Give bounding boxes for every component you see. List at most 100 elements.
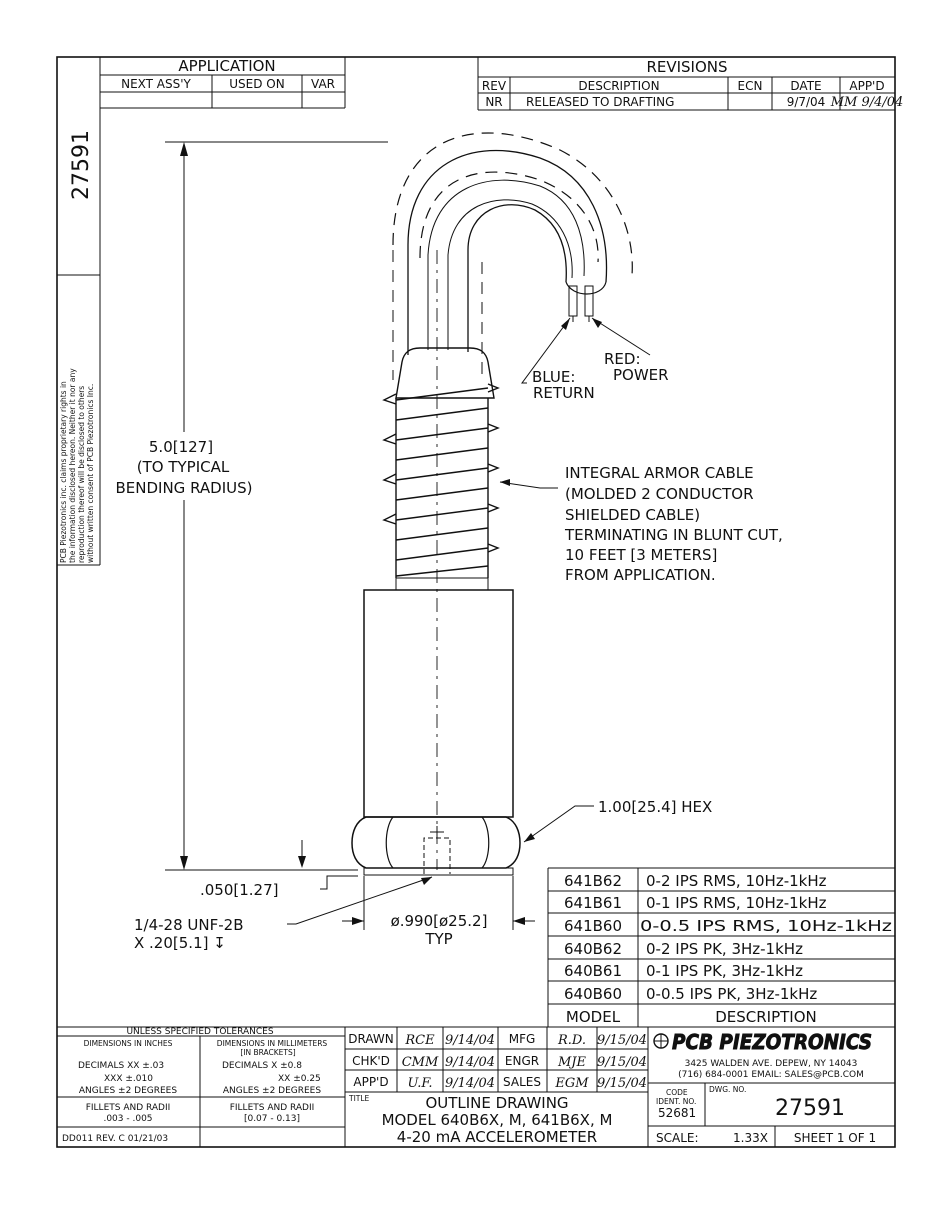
model-row-model: 641B61 [564,894,622,912]
model-header-model: MODEL [566,1008,621,1026]
signoff-initials-2: MJE [557,1055,587,1070]
cable-bend-inner-phantom [419,171,599,263]
inches-decimals-xxx: XXX ±.010 [104,1074,153,1084]
thread-spec-2: X .20[5.1] ↧ [134,934,226,952]
revision-approval: MM 9/4/04 [830,95,904,110]
proprietary-line-4: without written consent of PCB Piezotron… [86,384,95,563]
proprietary-note: PCB Piezotronics inc. claims proprietary… [59,368,95,563]
scale-label: SCALE: [656,1131,699,1145]
cable-cut-end [565,281,607,295]
application-table: APPLICATION NEXT ASS'Y USED ON VAR [100,57,346,109]
cable-bend-outer [407,149,608,355]
model-table: 641B62 0-2 IPS RMS, 10Hz-1kHz 641B61 0-1… [547,867,895,1028]
proprietary-line-2: the information disclosed hereon. Neithe… [68,368,77,563]
signoff-label: APP'D [353,1075,388,1089]
sheet-border [56,56,896,1148]
signoff-date: 9/14/04 [445,1055,495,1070]
sensor-drawing [351,132,633,876]
length-note-1: (TO TYPICAL [137,458,230,476]
revisions-col-ecn: ECN [738,79,763,93]
application-col-next-assy: NEXT ASS'Y [121,77,191,91]
model-row-model: 640B61 [564,962,622,980]
code-label: CODE [666,1088,688,1097]
fillets-inches-label: FILLETS AND RADII [86,1103,171,1113]
mm-angles: ANGLES ±2 DEGREES [223,1086,321,1096]
signoff-label: DRAWN [348,1032,394,1046]
code-ident-label: IDENT. NO. [656,1097,696,1106]
length-dimension: 5.0[127] [149,438,213,456]
revisions-col-appd: APP'D [849,79,884,93]
cable-note-2: (MOLDED 2 CONDUCTOR [565,485,754,503]
model-row-description: 0-2 IPS RMS, 10Hz-1kHz [646,872,827,890]
application-col-used-on: USED ON [229,77,284,91]
signoff-date-2: 9/15/04 [597,1076,647,1091]
revisions-title: REVISIONS [646,58,727,76]
signoff-block: DRAWN RCE 9/14/04 MFG R.D. 9/15/04 CHK'D… [345,1027,649,1147]
revision-rev: NR [485,95,502,109]
company-contact: (716) 684-0001 EMAIL: SALES@PCB.COM [678,1070,864,1080]
model-header-description: DESCRIPTION [715,1008,817,1026]
signoff-initials: U.F. [407,1076,432,1091]
title-line-3: 4-20 mA ACCELEROMETER [397,1128,597,1146]
company-block: PCB PIEZOTRONICS 3425 WALDEN AVE. DEPEW,… [648,1030,895,1147]
revisions-col-rev: REV [482,79,507,93]
revision-date: 9/7/04 [787,95,826,109]
revisions-col-date: DATE [790,79,821,93]
signoff-initials-2: R.D. [557,1033,586,1048]
strain-relief [395,347,495,399]
company-name: PCB PIEZOTRONICS [672,1030,872,1054]
model-row-description: 0-0.5 IPS PK, 3Hz-1kHz [646,985,817,1003]
signoff-date-2: 9/15/04 [597,1033,647,1048]
cable-note-5: 10 FEET [3 METERS] [565,546,717,564]
fillets-inches-value: .003 - .005 [103,1114,152,1124]
red-wire-label-2: POWER [613,366,669,384]
sensor-body [363,589,514,818]
revisions-table: REVISIONS REV DESCRIPTION ECN DATE APP'D… [477,57,904,111]
signoff-initials: RCE [404,1033,435,1048]
drawing-number: 27591 [775,1096,845,1121]
model-row-model: 641B60 [564,917,622,935]
signoff-label-2: SALES [503,1075,541,1089]
base-plate [363,867,514,876]
blue-wire-label-1: BLUE: [532,368,575,386]
signoff-initials-2: EGM [554,1076,589,1091]
wire-red [584,285,594,317]
model-row-model: 640B62 [564,940,622,958]
model-row-description: 0-0.5 IPS RMS, 10Hz-1kHz [640,917,892,935]
sensor-hex [351,816,521,869]
cable-note-6: FROM APPLICATION. [565,566,716,584]
title-label: TITLE [348,1094,370,1103]
model-row-model: 641B62 [564,872,622,890]
signoff-date: 9/14/04 [445,1076,495,1091]
revisions-col-description: DESCRIPTION [578,79,659,93]
mm-brackets: [IN BRACKETS] [240,1048,295,1057]
cable-bend-outer-phantom [392,132,633,276]
tolerance-block: UNLESS SPECIFIED TOLERANCES DIMENSIONS I… [57,1026,895,1147]
proprietary-line-1: PCB Piezotronics inc. claims proprietary… [59,381,68,563]
inches-angles: ANGLES ±2 DEGREES [79,1086,177,1096]
mm-decimals: DECIMALS X ±0.8 [222,1061,302,1071]
form-id: DD011 REV. C 01/21/03 [62,1134,168,1144]
length-note-2: BENDING RADIUS) [116,479,253,497]
signoff-label-2: MFG [509,1032,536,1046]
revision-description: RELEASED TO DRAFTING [526,95,674,109]
red-wire-label-1: RED: [604,350,641,368]
signoff-initials: CMM [402,1055,439,1070]
signoff-label: CHK'D [352,1054,390,1068]
tolerance-title: UNLESS SPECIFIED TOLERANCES [126,1027,273,1037]
cable-note-1: INTEGRAL ARMOR CABLE [565,464,754,482]
model-row-model: 640B60 [564,985,622,1003]
scale-value: 1.33X [733,1131,768,1145]
inches-heading: DIMENSIONS IN INCHES [84,1039,173,1048]
model-row-description: 0-1 IPS RMS, 10Hz-1kHz [646,894,827,912]
title-line-1: OUTLINE DRAWING [425,1094,568,1112]
cable-note-4: TERMINATING IN BLUNT CUT, [564,526,783,544]
model-row-description: 0-1 IPS PK, 3Hz-1kHz [646,962,803,980]
mm-decimals-xx: XX ±0.25 [278,1074,321,1084]
cable-bend-inner [467,204,567,352]
diameter-typ: TYP [424,930,452,948]
proprietary-line-3: reproduction thereof will be disclosed t… [77,386,86,563]
title-line-2: MODEL 640B6X, M, 641B6X, M [382,1111,613,1129]
thread-spec-1: 1/4-28 UNF-2B [134,916,243,934]
